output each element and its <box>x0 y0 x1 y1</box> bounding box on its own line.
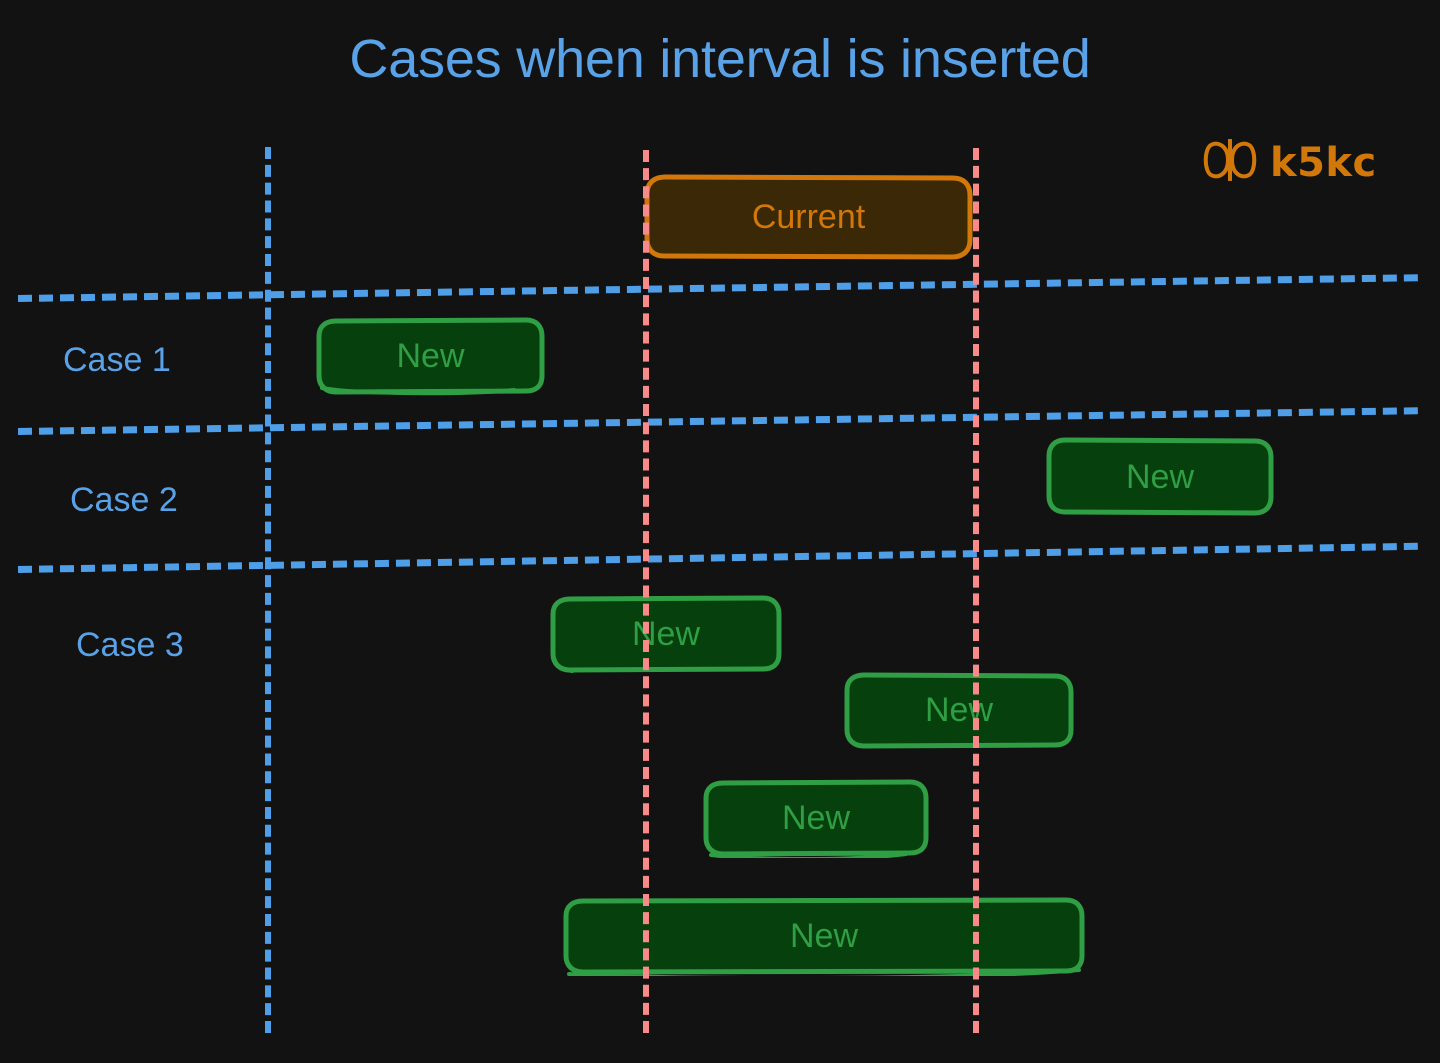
new-interval-label: New <box>396 337 465 375</box>
case-label-2: Case 2 <box>70 481 178 519</box>
page-title: Cases when interval is inserted <box>349 29 1091 89</box>
new-interval-box-case3-contains[interactable]: New <box>563 897 1085 976</box>
new-interval-label: New <box>924 691 994 729</box>
new-interval-box-case3-contained[interactable]: New <box>703 779 929 858</box>
new-interval-box-case2[interactable]: New <box>1046 437 1274 516</box>
current-end-line <box>973 148 979 1033</box>
case-label-3: Case 3 <box>76 626 184 664</box>
divider-case2-case3 <box>17 542 1418 573</box>
new-interval-label: New <box>1125 457 1195 496</box>
case-label-1: Case 1 <box>63 341 171 379</box>
origin-line <box>265 147 271 1033</box>
new-interval-box-case1[interactable]: New <box>316 317 545 396</box>
current-start-line <box>643 150 649 1033</box>
new-interval-label: New <box>781 799 851 837</box>
brand-logo: k5kc <box>1202 138 1377 186</box>
new-interval-box-case3-overlap-end[interactable]: New <box>844 672 1074 749</box>
current-interval-label: Current <box>751 198 866 236</box>
butterfly-icon <box>1202 138 1258 186</box>
divider-top <box>17 274 1418 302</box>
divider-case1-case2 <box>17 407 1418 435</box>
current-interval-box[interactable]: Current <box>644 174 973 260</box>
logo-wordmark: k5kc <box>1270 139 1377 186</box>
new-interval-box-case3-overlap-start[interactable]: New <box>550 595 782 673</box>
new-interval-label: New <box>789 917 859 955</box>
